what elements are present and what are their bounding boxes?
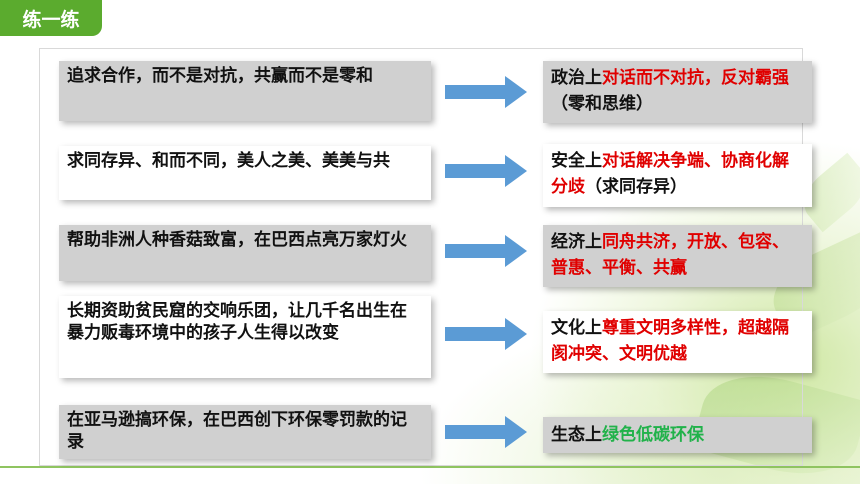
slide-title: 练一练 (0, 0, 102, 36)
right-arrow-icon (445, 318, 527, 350)
principle-box-4: 文化上尊重文明多样性，超越隔阂冲突、文明优越 (543, 311, 812, 373)
example-box-3: 帮助非洲人种香菇致富，在巴西点亮万家灯火 (59, 225, 431, 281)
principle-highlight: 尊重文明多样性，超越隔阂冲突、文明优越 (551, 318, 789, 364)
principle-suffix: （零和思维） (551, 94, 653, 114)
principle-box-2: 安全上对话解决争端、协商化解分歧（求同存异） (543, 144, 812, 207)
example-box-4: 长期资助贫民窟的交响乐团，让几千名出生在暴力贩毒环境中的孩子人生得以改变 (59, 296, 431, 378)
right-arrow-icon (445, 155, 527, 187)
example-box-1: 追求合作，而不是对抗，共赢而不是零和 (59, 61, 431, 121)
principle-prefix: 政治上 (551, 68, 602, 88)
principle-prefix: 经济上 (551, 232, 602, 252)
right-arrow-icon (445, 416, 527, 448)
bottom-divider (0, 466, 860, 468)
principle-highlight: 对话而不对抗，反对霸强 (602, 68, 789, 88)
principle-suffix: （求同存异） (585, 177, 687, 197)
example-box-2: 求同存异、和而不同，美人之美、美美与共 (59, 146, 431, 200)
principle-prefix: 安全上 (551, 151, 602, 171)
principle-box-5: 生态上绿色低碳环保 (543, 417, 812, 453)
example-box-5: 在亚马逊搞环保，在巴西创下环保零罚款的记录 (59, 405, 431, 459)
principle-prefix: 文化上 (551, 318, 602, 338)
principle-prefix: 生态上 (551, 425, 602, 445)
principle-highlight: 绿色低碳环保 (602, 425, 704, 445)
principle-highlight: 对话解决争端、协商化解分歧 (551, 151, 789, 197)
principle-box-3: 经济上同舟共济，开放、包容、普惠、平衡、共赢 (543, 225, 812, 287)
principle-highlight: 同舟共济，开放、包容、普惠、平衡、共赢 (551, 232, 789, 278)
right-arrow-icon (445, 235, 527, 267)
right-arrow-icon (445, 76, 527, 108)
principle-box-1: 政治上对话而不对抗，反对霸强 （零和思维） (543, 61, 812, 123)
